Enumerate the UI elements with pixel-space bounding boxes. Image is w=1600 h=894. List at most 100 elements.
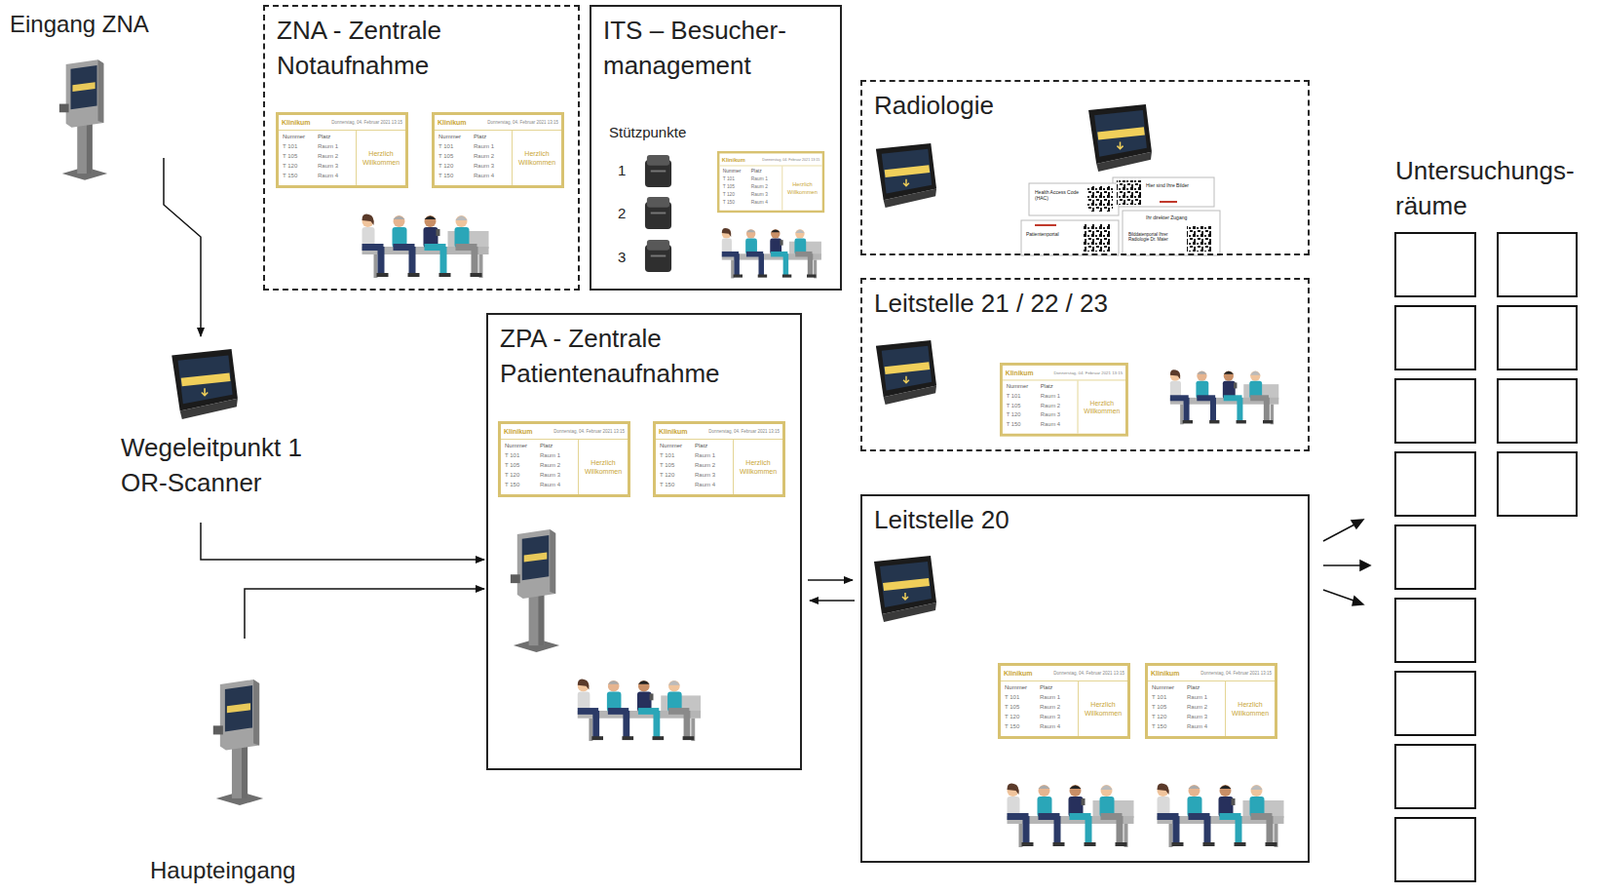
table-cell: Raum 2 xyxy=(1040,402,1075,413)
board-body: NummerPlatzT 101Raum 1T 105Raum 2T 120Ra… xyxy=(1000,681,1128,736)
welcome-text: Herzlich Willkommen xyxy=(356,149,406,167)
table-cell: Raum 3 xyxy=(1039,713,1075,724)
area-box: Leitstelle 21 / 22 / 23KlinikumDonnersta… xyxy=(860,277,1310,452)
board-date: Donnerstag, 04. Februar 2021 13:15 xyxy=(331,119,403,125)
board-table: NummerPlatzT 101Raum 1T 105Raum 2T 120Ra… xyxy=(1000,681,1079,736)
table-cell: T 101 xyxy=(1004,693,1040,704)
board-table: NummerPlatzT 101Raum 1T 105Raum 2T 120Ra… xyxy=(278,130,357,186)
table-cell: T 105 xyxy=(1006,402,1041,413)
board-title: Klinikum xyxy=(658,427,688,435)
table-cell: Raum 3 xyxy=(694,471,730,482)
table-cell: Raum 2 xyxy=(1186,703,1222,714)
area-box: ZNA - Zentrale NotaufnahmeKlinikumDonner… xyxy=(263,4,580,291)
area-box: ITS – Besucher- managementStützpunkte123… xyxy=(589,4,842,291)
table-cell: T 105 xyxy=(723,184,752,192)
board-title: Klinikum xyxy=(281,118,311,126)
table-cell: T 150 xyxy=(504,481,540,492)
board-table: NummerPlatzT 101Raum 1T 105Raum 2T 120Ra… xyxy=(719,165,783,210)
welcome-text: Herzlich Willkommen xyxy=(1225,699,1275,718)
display-board: KlinikumDonnerstag, 04. Februar 2021 13:… xyxy=(717,151,825,213)
board-table: NummerPlatzT 101Raum 1T 105Raum 2T 120Ra… xyxy=(1147,681,1226,736)
welcome-text: Herzlich Willkommen xyxy=(1078,699,1128,718)
box-title: ZPA - Zentrale Patientenaufnahme xyxy=(488,314,800,398)
detail-text: Health Access Code (HAC) xyxy=(1034,190,1082,202)
table-cell: T 120 xyxy=(723,191,752,200)
table-cell: T 101 xyxy=(282,143,318,153)
board-title: Klinikum xyxy=(1003,669,1033,677)
table-cell: T 150 xyxy=(438,172,474,183)
board-title: Klinikum xyxy=(1150,669,1181,677)
table-cell: T 120 xyxy=(1151,713,1187,724)
board-title: Klinikum xyxy=(1005,369,1034,377)
table-cell: Raum 3 xyxy=(539,471,575,482)
area-box: Leitstelle 20 Klinikum Donnerstag, 04. Feb… xyxy=(860,494,1310,863)
table-cell: Raum 1 xyxy=(473,143,509,153)
table-cell: Raum 2 xyxy=(539,461,575,472)
table-cell: Raum 4 xyxy=(473,172,509,183)
board-title: Klinikum xyxy=(503,427,534,435)
section-label: Untersuchungs- räume xyxy=(1395,152,1600,225)
board-header: KlinikumDonnerstag, 04. Februar 2021 13:… xyxy=(434,114,562,131)
table-cell: Raum 1 xyxy=(1039,693,1075,704)
table-cell: Raum 4 xyxy=(694,481,730,492)
board-body: NummerPlatzT 101Raum 1T 105Raum 2T 120Ra… xyxy=(500,439,628,495)
table-cell: Nummer xyxy=(1006,382,1041,393)
table-cell: Raum 3 xyxy=(1186,713,1222,724)
table-cell: T 105 xyxy=(1004,703,1040,714)
welcome-text: Herzlich Willkommen xyxy=(733,457,783,476)
flow-arrow xyxy=(807,578,853,581)
board-table: NummerPlatzT 101Raum 1T 105Raum 2T 120Ra… xyxy=(500,439,579,495)
board-table: NummerPlatzT 101Raum 1T 105Raum 2T 120Ra… xyxy=(434,130,513,186)
table-cell: Raum 2 xyxy=(1039,703,1075,714)
table-cell: Raum 3 xyxy=(317,162,353,173)
table-cell: Raum 1 xyxy=(694,452,730,462)
display-board: Klinikum Donnerstag, 04. Februar 2021 13:… xyxy=(1144,662,1278,739)
table-cell: T 150 xyxy=(1151,723,1187,733)
table-cell: Platz xyxy=(1039,684,1075,694)
area-box: ZPA - Zentrale PatientenaufnahmeKlinikum… xyxy=(486,312,802,770)
table-cell: Platz xyxy=(539,442,575,453)
table-cell: Raum 3 xyxy=(751,191,780,200)
table-cell: Nummer xyxy=(723,168,752,177)
table-cell: Raum 4 xyxy=(539,481,575,492)
box-title: Wegeleitpunkt 1 OR-Scanner xyxy=(116,336,346,501)
board-title: Klinikum xyxy=(437,118,467,126)
table-cell: Platz xyxy=(473,133,509,144)
board-body: NummerPlatzT 101Raum 1T 105Raum 2T 120Ra… xyxy=(278,130,406,186)
display-board: KlinikumDonnerstag, 04. Februar 2021 13:… xyxy=(999,362,1129,437)
table-cell: Platz xyxy=(317,133,353,144)
board-header: KlinikumDonnerstag, 04. Februar 2021 13:… xyxy=(719,152,822,166)
table-cell: Raum 4 xyxy=(1039,723,1075,733)
box-title: Eingang ZNA xyxy=(7,4,164,44)
board-welcome-area: Herzlich Willkommen xyxy=(1225,681,1275,736)
table-cell: T 105 xyxy=(1151,703,1187,714)
table-cell: T 120 xyxy=(659,471,695,482)
display-board: KlinikumDonnerstag, 04. Februar 2021 13:… xyxy=(431,112,565,189)
box-title: ITS – Besucher- management xyxy=(591,6,840,90)
table-cell: T 150 xyxy=(1006,420,1041,431)
table-cell: T 120 xyxy=(1004,713,1040,724)
table-cell: T 101 xyxy=(504,452,540,462)
detail-text: Ihr direkter Zugang xyxy=(1145,215,1209,222)
board-body: NummerPlatzT 101Raum 1T 105Raum 2T 120Ra… xyxy=(434,130,562,186)
board-date: Donnerstag, 04. Februar 2021 13:15 xyxy=(1200,670,1272,676)
detail-text: Bilddatenportal Ihrer Radiologie Dr. Mai… xyxy=(1128,231,1181,242)
table-cell: T 150 xyxy=(659,481,695,492)
table-cell: Raum 2 xyxy=(751,184,780,192)
board-welcome-area: Herzlich Willkommen xyxy=(1078,681,1128,736)
board-welcome-area: Herzlich Willkommen xyxy=(578,439,628,495)
table-cell: Nummer xyxy=(504,442,540,453)
box-title: ZNA - Zentrale Notaufnahme xyxy=(265,6,578,90)
board-welcome-area: Herzlich Willkommen xyxy=(733,439,783,495)
table-cell: Raum 4 xyxy=(1186,723,1222,733)
table-cell: Raum 4 xyxy=(317,172,353,183)
location-node: Haupteingang xyxy=(146,638,342,889)
display-board: KlinikumDonnerstag, 04. Februar 2021 13:… xyxy=(497,420,631,497)
board-header: Klinikum Donnerstag, 04. Februar 2021 13:… xyxy=(1147,665,1275,682)
box-title: Leitstelle 20 xyxy=(862,495,1308,543)
table-cell: T 105 xyxy=(282,152,318,163)
board-date: Donnerstag, 04. Februar 2021 13:15 xyxy=(1053,670,1125,676)
area-box: RadiologieHealth Access Code (HAC)Hier s… xyxy=(860,79,1310,256)
display-board: Klinikum Donnerstag, 04. Februar 2021 13:… xyxy=(997,662,1131,739)
